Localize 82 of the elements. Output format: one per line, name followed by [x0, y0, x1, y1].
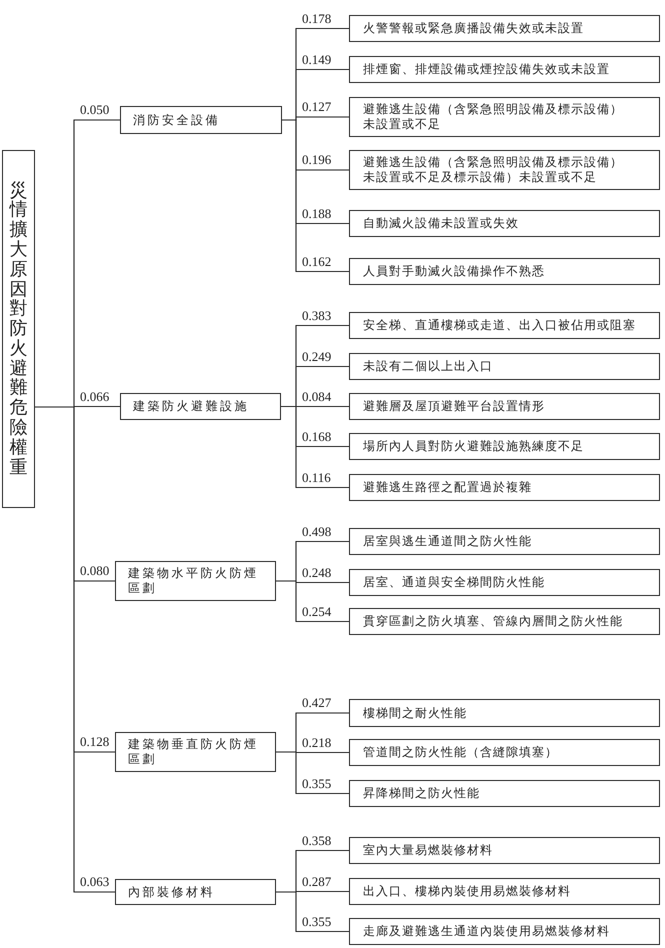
- edge-label: 0.050: [80, 103, 110, 117]
- edge-label: 0.427: [302, 696, 332, 710]
- box-label: 建築物垂直防火防煙區劃: [128, 737, 260, 767]
- connector-line: [281, 406, 349, 488]
- box-label: 走廊及避難逃生通道內裝使用易燃裝修材料: [363, 924, 610, 939]
- box-label: 排煙窗、排煙設備或煙控設備失效或未設置: [363, 62, 610, 77]
- box-label: 建築物水平防火防煙區劃: [128, 566, 260, 596]
- factor-box: [349, 97, 660, 137]
- criterion-box: [120, 106, 282, 134]
- box-label: 建築防火避難設施: [133, 399, 249, 414]
- edge-label: 0.188: [302, 206, 332, 220]
- edge-label: 0.498: [302, 524, 332, 538]
- factor-box: [349, 393, 660, 420]
- factor-box: [349, 528, 660, 555]
- edge-label: 0.218: [302, 736, 332, 750]
- edge-label: 0.254: [302, 604, 332, 618]
- edge-label: 0.358: [302, 834, 332, 848]
- factor-box: [349, 918, 660, 945]
- factor-box: [349, 878, 660, 905]
- box-label: 室內大量易燃裝修材料: [363, 843, 493, 858]
- box-label: 昇降梯間之防火性能: [363, 786, 480, 801]
- factor-box: [349, 739, 660, 766]
- connector-line: [276, 891, 349, 932]
- factor-box: [349, 474, 660, 501]
- edge-label: 0.178: [302, 12, 332, 26]
- box-label: 人員對手動滅火設備操作不熟悉: [363, 264, 545, 279]
- box-label: 災情擴大原因對防火避難危險權重: [10, 180, 28, 478]
- criterion-box: [115, 879, 276, 905]
- factor-box: [349, 353, 660, 380]
- edge-label: 0.116: [302, 470, 331, 484]
- factor-box: [349, 608, 660, 635]
- edge-label: 0.168: [302, 430, 332, 444]
- factor-box: [349, 837, 660, 864]
- box-label: 避難逃生設備（含緊急照明設備及標示設備）未設置或不足及標示設備）未設置或不足: [363, 155, 624, 185]
- box-label: 避難逃生路徑之配置過於複雜: [363, 480, 532, 495]
- factor-box: [349, 433, 660, 460]
- box-label: 未設有二個以上出入口: [363, 359, 493, 374]
- edge-label: 0.196: [302, 153, 332, 167]
- edge-label: 0.287: [302, 874, 332, 888]
- box-label: 居室與逃生通道間之防火性能: [363, 534, 532, 549]
- factor-box: [349, 210, 660, 237]
- box-label: 安全梯、直通樓梯或走道、出入口被佔用或阻塞: [363, 318, 636, 333]
- edge-label: 0.248: [302, 566, 332, 580]
- connector-line: [276, 580, 349, 622]
- edge-label: 0.084: [302, 390, 332, 404]
- edge-label: 0.066: [80, 390, 110, 404]
- edge-label: 0.128: [80, 735, 110, 749]
- connector-line: [276, 751, 349, 794]
- box-label: 避難層及屋頂避難平台設置情形: [363, 399, 545, 414]
- factor-box: [349, 699, 660, 727]
- edge-label: 0.080: [80, 564, 110, 578]
- factor-box: [349, 780, 660, 807]
- factor-box: [349, 258, 660, 285]
- box-label: 居室、通道與安全梯間防火性能: [363, 575, 545, 590]
- criterion-box: [120, 393, 281, 420]
- factor-box: [349, 150, 660, 190]
- connector-line: [282, 119, 349, 272]
- box-label: 管道間之防火性能（含縫隙填塞）: [363, 745, 558, 760]
- edge-label: 0.063: [80, 875, 110, 889]
- box-label: 出入口、樓梯內裝使用易燃裝修材料: [363, 884, 571, 899]
- criterion-box: [115, 732, 276, 772]
- box-label: 消防安全設備: [133, 112, 220, 128]
- box-label: 內部裝修材料: [128, 884, 215, 900]
- edge-label: 0.127: [302, 100, 332, 114]
- factor-box: [349, 15, 660, 42]
- box-label: 樓梯間之耐火性能: [363, 706, 467, 720]
- edge-label: 0.149: [302, 52, 332, 66]
- box-label: 場所內人員對防火避難設施熟練度不足: [363, 439, 584, 454]
- edge-label: 0.355: [302, 776, 332, 790]
- box-label: 避難逃生設備（含緊急照明設備及標示設備）未設置或不足: [363, 102, 624, 132]
- edge-label: 0.355: [302, 914, 332, 928]
- criterion-box: [115, 561, 276, 601]
- factor-box: [349, 569, 660, 596]
- goal-box: [2, 150, 35, 508]
- box-label: 火警警報或緊急廣播設備失效或未設置: [363, 21, 584, 36]
- edge-label: 0.162: [302, 254, 332, 268]
- factor-box: [349, 56, 660, 83]
- edge-label: 0.249: [302, 350, 332, 364]
- edge-label: 0.383: [302, 308, 332, 322]
- factor-box: [349, 312, 660, 339]
- box-label: 貫穿區劃之防火填塞、管線內層間之防火性能: [363, 614, 623, 629]
- box-label: 自動滅火設備未設置或失效: [363, 216, 519, 231]
